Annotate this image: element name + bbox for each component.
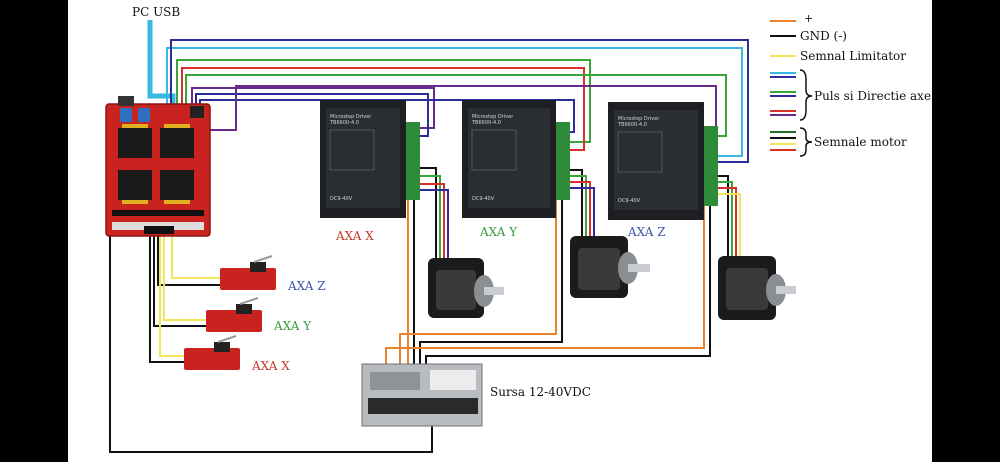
legend-limit: Semnal Limitator bbox=[800, 49, 906, 63]
stepper-driver-y: Microstep Driver TB6600-4.0 DC9-40V bbox=[462, 100, 570, 218]
limit-switch-y bbox=[206, 297, 262, 332]
limit-wire-x bbox=[149, 234, 186, 363]
wire-purple-x bbox=[191, 87, 435, 129]
limit-z-label: AXA Z bbox=[287, 279, 326, 293]
power-supply bbox=[361, 363, 483, 427]
limit-switch-z bbox=[220, 255, 276, 290]
limit-wire-z bbox=[157, 234, 222, 286]
driver-y-title: Microstep Driver bbox=[472, 114, 514, 120]
motor-wires-y bbox=[570, 169, 583, 238]
driver-x-title: Microstep Driver bbox=[330, 114, 372, 120]
driver-z-model: TB6600-4.0 bbox=[617, 122, 647, 128]
pc-usb-label: PC USB bbox=[132, 5, 180, 19]
driver-z-voltage: DC9-40V bbox=[618, 198, 641, 204]
driver-y-model: TB6600-4.0 bbox=[471, 120, 501, 126]
power-wire-y bbox=[399, 200, 557, 378]
limit-x-label: AXA X bbox=[251, 359, 290, 373]
driver-x-model: TB6600-4.0 bbox=[329, 120, 359, 126]
wire-cyan-z bbox=[166, 47, 743, 157]
power-wire-z bbox=[385, 200, 705, 378]
legend bbox=[770, 20, 813, 157]
stepper-motor-z bbox=[718, 256, 796, 320]
wire-red-y bbox=[181, 67, 585, 151]
stepper-driver-z: Microstep Driver TB6600-4.0 DC9-40V bbox=[608, 102, 718, 220]
legend-step-dir: Puls si Directie axe bbox=[814, 89, 931, 103]
stepper-driver-x: Microstep Driver TB6600-4.0 DC9-40V bbox=[320, 100, 420, 218]
stepper-motor-x bbox=[428, 258, 504, 318]
driver-x-voltage: DC9-40V bbox=[330, 196, 353, 202]
usb-cable bbox=[147, 20, 176, 104]
motor-wires-x bbox=[420, 167, 437, 262]
limit-wire-y bbox=[153, 234, 208, 327]
legend-plus: + bbox=[804, 12, 813, 25]
legend-gnd: GND (-) bbox=[800, 29, 847, 43]
wire-green-z bbox=[185, 74, 727, 137]
motor-wires-z bbox=[718, 175, 729, 262]
limit-y-label: AXA Y bbox=[273, 319, 312, 333]
power-supply-label: Sursa 12-40VDC bbox=[490, 385, 591, 399]
legend-motor: Semnale motor bbox=[814, 135, 907, 149]
driver-x-label: AXA X bbox=[335, 229, 374, 243]
gnd-return bbox=[109, 234, 433, 453]
stepper-motor-y bbox=[570, 236, 650, 298]
legend-brace-motor bbox=[799, 127, 813, 157]
driver-z-title: Microstep Driver bbox=[618, 116, 660, 122]
wire-blue-z bbox=[170, 39, 749, 163]
wire-purple-z bbox=[204, 85, 717, 131]
driver-y-voltage: DC9-40V bbox=[472, 196, 495, 202]
cnc-shield-board bbox=[105, 96, 211, 237]
driver-z-label: AXA Z bbox=[627, 225, 666, 239]
limit-switch-x bbox=[184, 335, 240, 370]
driver-y-label: AXA Y bbox=[479, 225, 518, 239]
legend-brace-step-dir bbox=[799, 69, 813, 121]
